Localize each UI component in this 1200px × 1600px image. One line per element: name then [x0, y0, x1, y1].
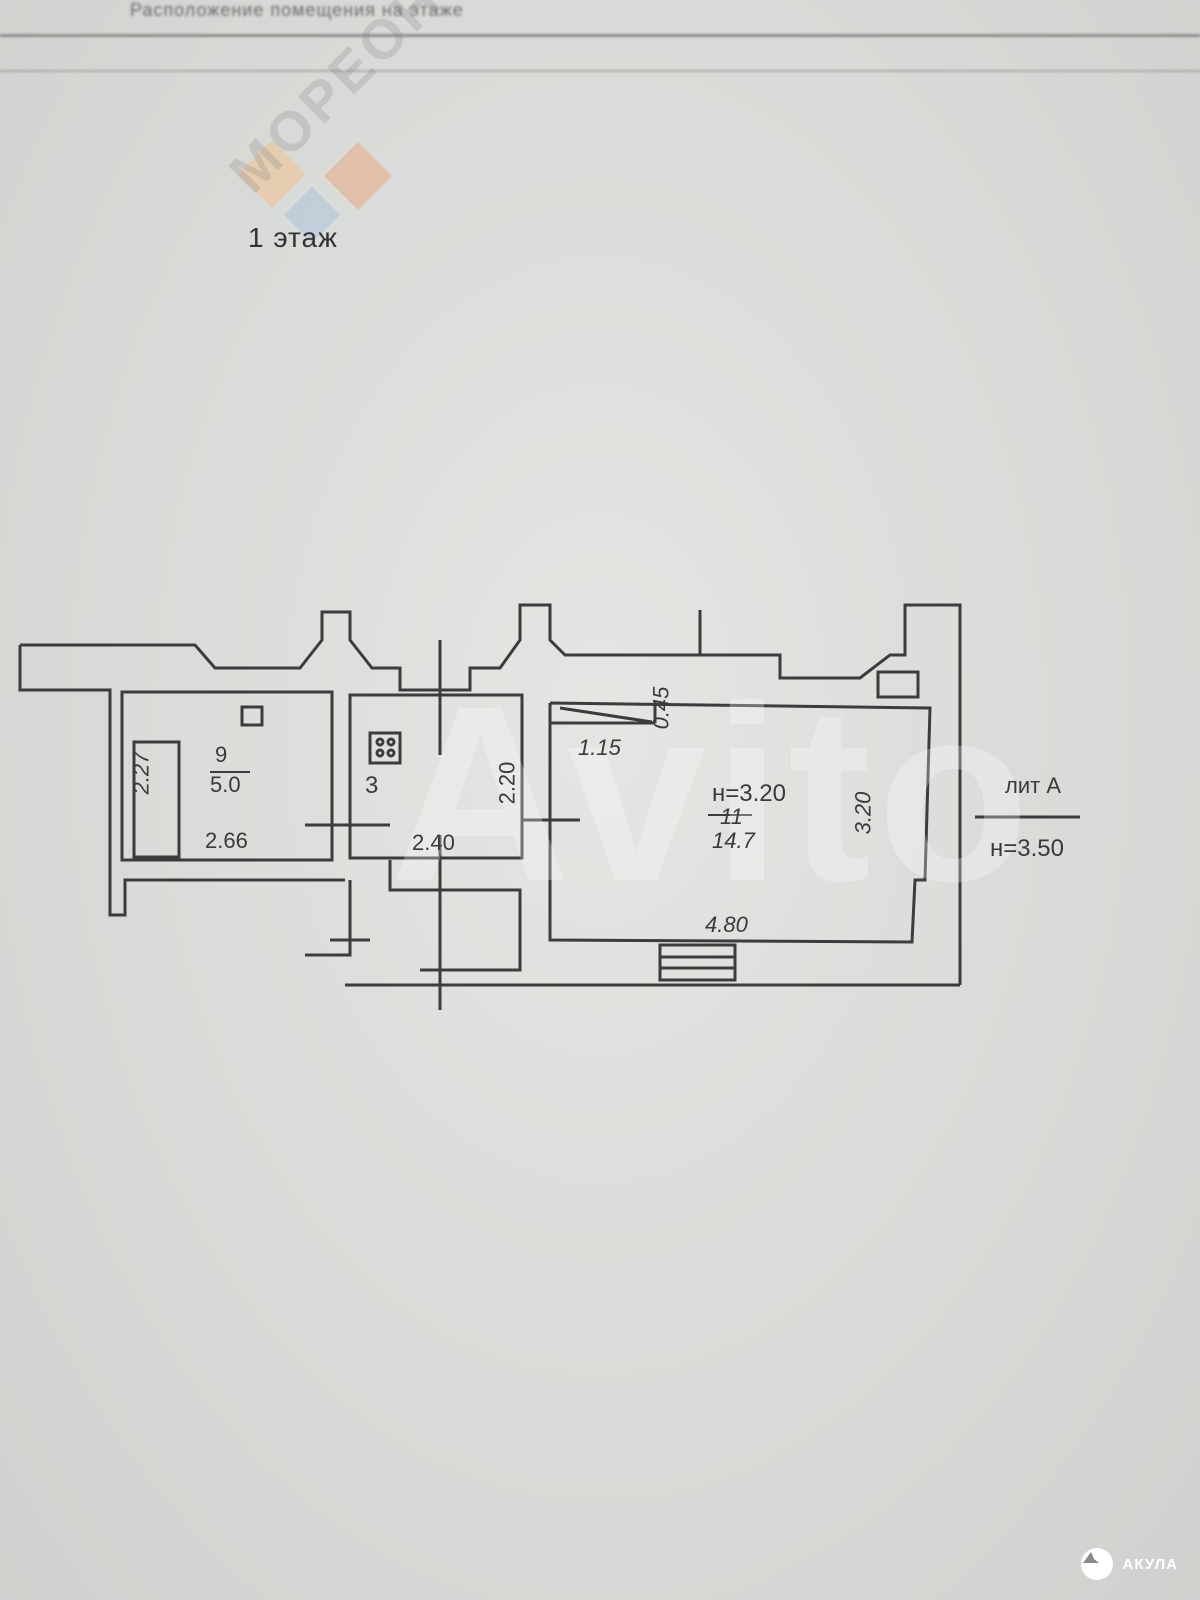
room-3-width: 2.40 — [412, 830, 455, 855]
building-letter: лит А — [1005, 773, 1061, 798]
room-11-height: н=3.20 — [712, 780, 786, 807]
corner-logo-text: АКУЛА — [1122, 1555, 1178, 1573]
header-caption: Расположение помещения на этаже — [130, 0, 464, 20]
bed-icon — [132, 740, 181, 859]
room-11-depth: 3.20 — [850, 791, 876, 835]
building-height: н=3.50 — [990, 835, 1064, 862]
vent-icon — [876, 670, 920, 699]
room-3-number: 3 — [365, 772, 379, 799]
room-9-depth: 2.27 — [128, 751, 154, 795]
room-9-outline — [120, 690, 334, 862]
sink-icon — [240, 705, 264, 727]
niche-width: 1.15 — [578, 735, 621, 760]
floor-label: 1 этаж — [248, 222, 338, 253]
room-3-outline — [348, 693, 524, 860]
room-11-number: 11 — [720, 804, 743, 829]
room-9-width: 2.66 — [205, 828, 248, 853]
vestibule-wall — [305, 880, 352, 957]
stove-icon — [368, 731, 402, 765]
room-9-number: 9 — [215, 742, 228, 767]
room-11-area: 14.7 — [712, 828, 755, 853]
outer-wall-top — [20, 603, 962, 985]
room-11-outline — [548, 701, 932, 944]
niche-depth: 0.45 — [648, 686, 674, 730]
room-3-depth: 2.20 — [494, 761, 520, 805]
header-divider-2 — [0, 70, 1200, 72]
steps-icon — [658, 943, 737, 982]
room-9-area: 5.0 — [210, 772, 241, 797]
header-divider — [0, 34, 1200, 37]
shark-icon — [1080, 1548, 1113, 1580]
corner-logo: АКУЛА — [1080, 1548, 1178, 1580]
outer-wall-left — [18, 645, 345, 917]
avito-watermark: Avito — [390, 654, 1036, 933]
brand-logo-icon — [238, 140, 392, 244]
room-11-width: 4.80 — [705, 912, 748, 937]
